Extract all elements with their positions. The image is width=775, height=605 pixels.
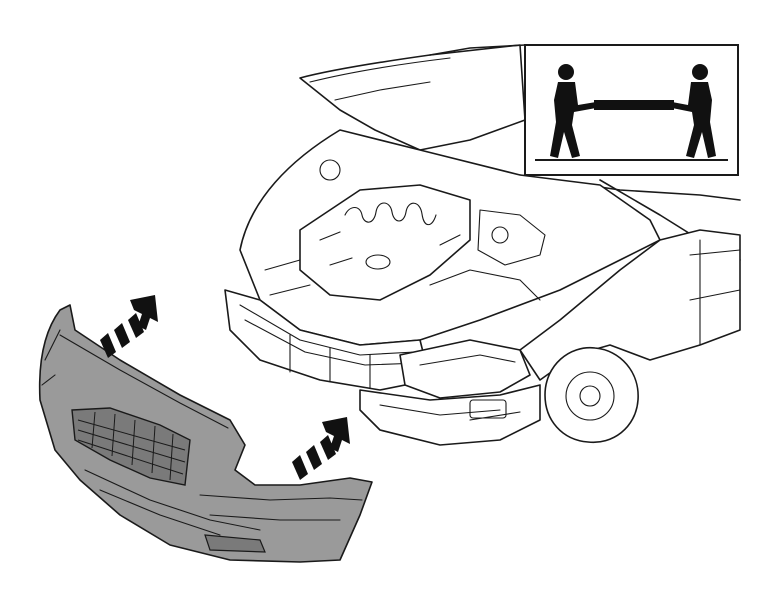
carried-bumper-bar xyxy=(594,100,674,110)
oil-cap xyxy=(365,254,391,270)
engine-cover xyxy=(299,184,471,301)
two-person-lift-inset xyxy=(524,44,739,176)
person-left-icon xyxy=(550,64,596,158)
battery xyxy=(477,209,546,266)
bumper-cover xyxy=(38,304,373,563)
car-body xyxy=(224,44,741,446)
upper-arrow xyxy=(100,295,158,358)
grille-opening xyxy=(71,407,191,486)
person-right-icon xyxy=(672,64,716,158)
fog-light-recess xyxy=(204,534,266,553)
lower-arrow xyxy=(292,417,350,480)
engine-cover-ribs xyxy=(344,202,437,226)
headlight xyxy=(399,339,531,399)
hood xyxy=(299,44,526,151)
front-wheel xyxy=(544,346,639,444)
grille-mesh xyxy=(77,411,186,481)
bumper-shell xyxy=(38,304,373,563)
